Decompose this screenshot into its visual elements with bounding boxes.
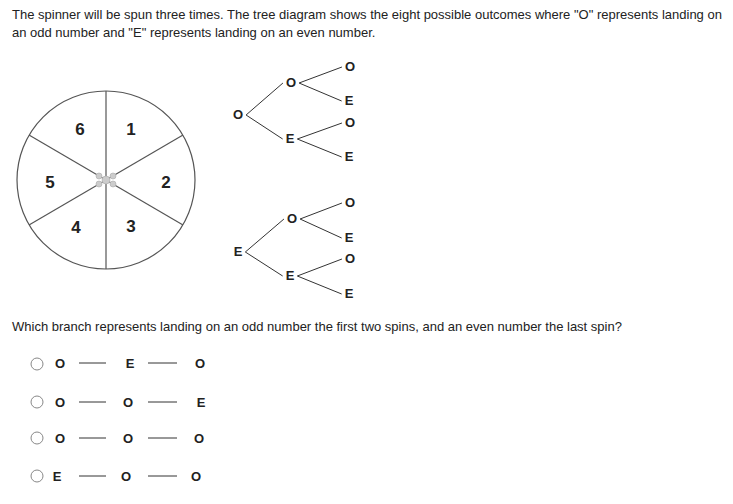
outcome-node: O [284, 75, 298, 91]
tree-branch [297, 259, 342, 276]
outcome-node: O [231, 107, 245, 123]
tree-branch [300, 219, 342, 238]
outcome-node: O [285, 211, 299, 227]
outcome-node: E [343, 230, 356, 246]
spinner-circle [17, 91, 195, 269]
option-letter: O [55, 356, 65, 371]
outcome-letter: E [345, 231, 354, 245]
tree-branch [299, 83, 342, 101]
option-letter: O [123, 395, 133, 410]
radio-buttons [31, 358, 43, 482]
outcome-node: E [232, 244, 245, 260]
option-letter: O [191, 469, 201, 484]
spinner-number: 5 [45, 173, 54, 193]
question-text: Which branch represents landing on an od… [12, 318, 727, 336]
option-dashes [79, 363, 177, 476]
tree-branch [245, 219, 284, 252]
option-letter: O [194, 431, 204, 446]
tree-branch [299, 67, 342, 83]
outcome-node: O [343, 251, 357, 267]
spinner-number: 2 [161, 173, 170, 193]
outcome-node: E [284, 131, 297, 147]
option-letter: O [55, 431, 65, 446]
outcome-letter: E [286, 269, 295, 283]
outcome-letter: O [286, 76, 296, 90]
outcome-letter: O [233, 108, 243, 122]
outcome-letter: O [345, 252, 355, 266]
tree-branch [246, 83, 283, 115]
outcome-node: O [343, 59, 357, 75]
outcome-node: E [284, 268, 297, 284]
outcome-letter: O [345, 116, 355, 130]
spinner-number: 3 [126, 217, 135, 237]
option-letter: E [126, 356, 135, 371]
outcome-letter: O [345, 60, 355, 74]
option-letter: E [53, 469, 62, 484]
outcome-letter: O [287, 212, 297, 226]
option-letter: O [121, 469, 131, 484]
tree-branch [297, 276, 341, 294]
option-letter: O [55, 395, 65, 410]
tree-branch [246, 115, 283, 139]
spinner-pointer [96, 173, 116, 187]
outcome-node: E [343, 149, 356, 165]
outcome-letter: E [234, 245, 243, 259]
option-letter: E [197, 395, 206, 410]
sector-line [29, 135, 183, 225]
outcome-letter: E [286, 132, 295, 146]
tree-branch [297, 123, 342, 139]
spinner-number: 1 [126, 120, 135, 140]
outcome-letter: E [345, 150, 354, 164]
tree-branch [297, 139, 341, 157]
intro-text: The spinner will be spun three times. Th… [12, 6, 727, 42]
outcome-node: E [343, 93, 356, 109]
outcome-letter: O [345, 196, 355, 210]
tree-branch [300, 203, 342, 219]
tree-branch [245, 252, 282, 276]
option-letter: O [195, 356, 205, 371]
outcome-letter: E [345, 287, 354, 301]
outcome-node: E [343, 286, 356, 302]
outcome-node: O [343, 195, 357, 211]
spinner-number: 4 [71, 218, 80, 238]
outcome-node: O [343, 115, 357, 131]
sector-line [29, 135, 183, 225]
spinner-number: 6 [75, 120, 84, 140]
outcome-letter: E [345, 94, 354, 108]
option-letter: O [123, 431, 133, 446]
